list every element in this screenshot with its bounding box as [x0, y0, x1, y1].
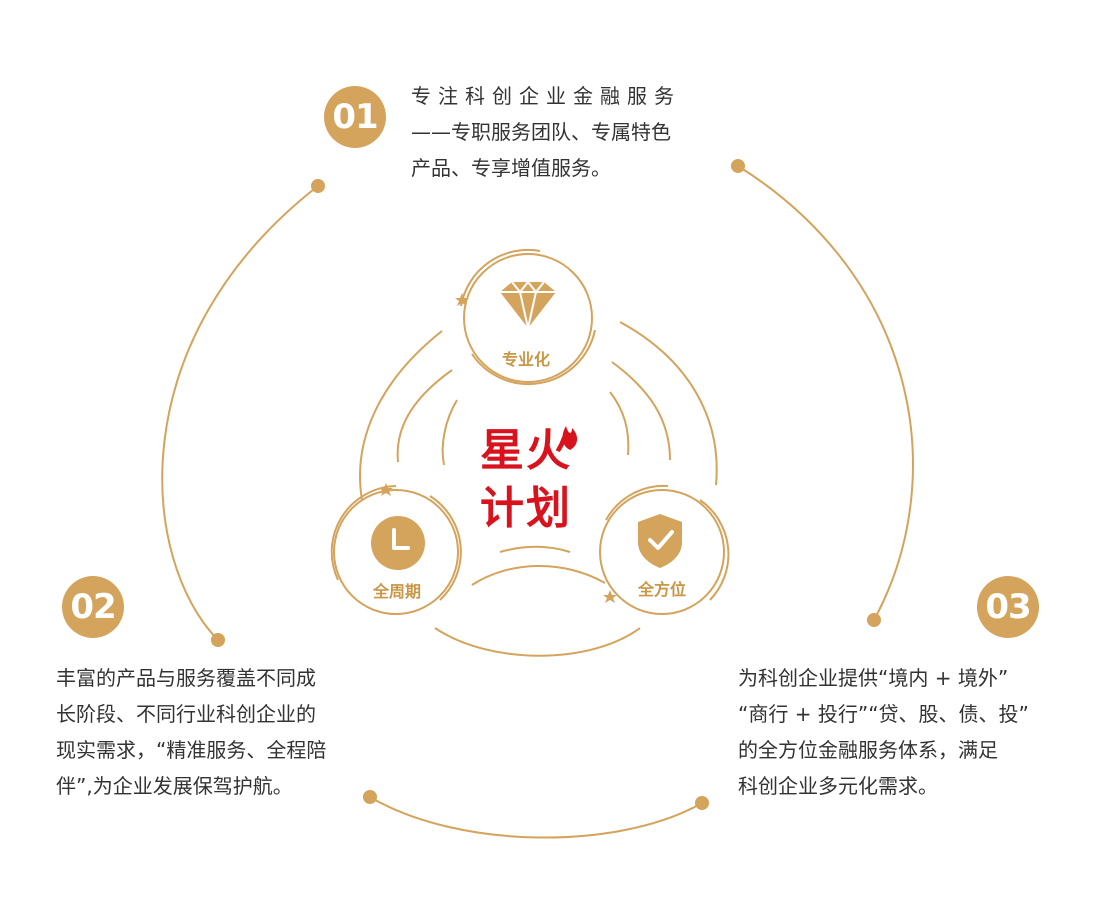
point-02-line: 丰富的产品与服务覆盖不同成 [56, 666, 316, 690]
outer-arc-right [737, 165, 914, 621]
inner-ring [359, 321, 718, 657]
arc-dot [867, 613, 881, 627]
center-title-line1: 星火 [480, 425, 572, 476]
clock-icon [371, 516, 425, 570]
shield-check-icon [638, 514, 682, 568]
diamond-icon [500, 280, 556, 329]
point-02-line: 伴”,为企业发展保驾护航。 [56, 774, 293, 798]
point-03-line: 科创企业多元化需求。 [738, 774, 938, 798]
point-01-line: 专注科创企业金融服务 [411, 84, 681, 108]
point-02-text: 丰富的产品与服务覆盖不同成 长阶段、不同行业科创企业的 现实需求，“精准服务、全… [56, 660, 326, 804]
number-badge-02: 02 [62, 576, 124, 638]
star-icon [603, 590, 617, 603]
star-icon [455, 293, 469, 306]
point-01-text: 专注科创企业金融服务 ——专职服务团队、专属特色 产品、专享增值服务。 [411, 78, 681, 186]
point-03-line: 的全方位金融服务体系，满足 [738, 738, 998, 762]
center-title-line2: 计划 [480, 483, 572, 534]
arc-dot [311, 179, 325, 193]
point-03-line: 为科创企业提供“境内 + 境外” [738, 666, 1009, 690]
node-specialized [460, 248, 596, 386]
point-03-text: 为科创企业提供“境内 + 境外” “商行 + 投行”“贷、股、债、投” 的全方位… [738, 660, 1029, 804]
point-01-line: 产品、专享增值服务。 [411, 156, 611, 180]
point-02-line: 现实需求，“精准服务、全程陪 [56, 738, 327, 762]
point-03-line: “商行 + 投行”“贷、股、债、投” [738, 702, 1029, 726]
point-01-line: ——专职服务团队、专属特色 [411, 120, 671, 144]
outer-arc-left [161, 185, 319, 641]
number-badge-03: 03 [977, 576, 1039, 638]
node-label-full-cycle: 全周期 [372, 582, 422, 601]
point-02-line: 长阶段、不同行业科创企业的 [56, 702, 316, 726]
node-all-round [599, 484, 730, 615]
arc-dot [363, 790, 377, 804]
number-badge-01: 01 [324, 86, 386, 148]
node-label-all-round: 全方位 [637, 580, 687, 599]
outer-arc-bottom [369, 796, 703, 839]
flame-icon [562, 426, 578, 450]
arc-dot [731, 159, 745, 173]
node-full-cycle [330, 485, 462, 615]
arc-dot [695, 796, 709, 810]
arc-dot [211, 633, 225, 647]
star-icon [379, 483, 393, 496]
node-label-specialized: 专业化 [501, 350, 551, 369]
